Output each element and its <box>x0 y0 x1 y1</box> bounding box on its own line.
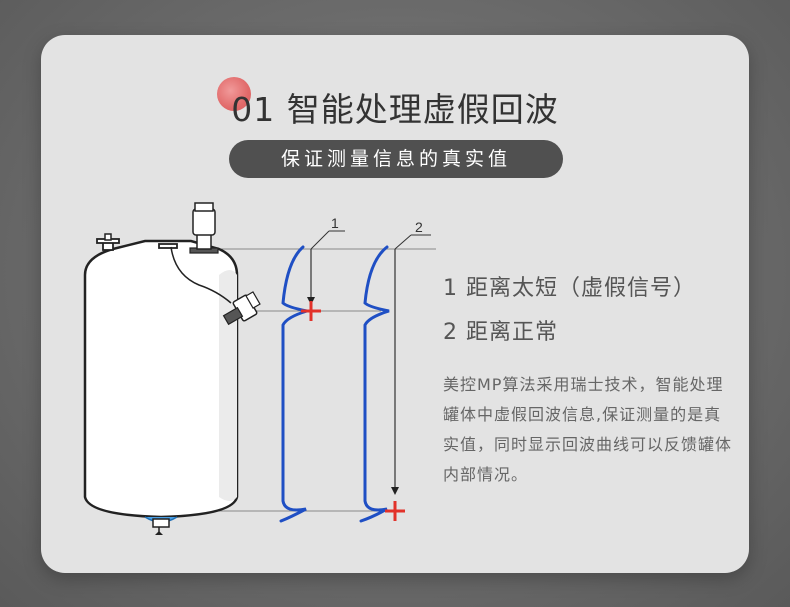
page-title-text: 01 智能处理虚假回波 <box>231 90 559 129</box>
tank <box>83 202 261 535</box>
false-echo-marker <box>301 301 321 321</box>
subtitle-pill: 保证测量信息的真实值 <box>229 140 563 178</box>
sensor-cable <box>170 246 232 304</box>
sensor-head <box>192 208 216 236</box>
distance-indicator-1: 1 <box>307 215 345 305</box>
distance-indicator-2: 2 <box>391 219 431 495</box>
description-text: 美控MP算法采用瑞士技术，智能处理罐体中虚假回波信息,保证测量的是真实值，同时显… <box>443 375 733 484</box>
title-wrap: 01 智能处理虚假回波 <box>41 77 749 131</box>
echo-diagram: 1 2 <box>83 202 436 535</box>
tank-shading <box>219 270 237 501</box>
sensor-cap <box>194 202 214 212</box>
legend: 1 距离太短（虚假信号） 2 距离正常 <box>443 271 696 359</box>
content-card: 01 智能处理虚假回波 保证测量信息的真实值 <box>41 35 749 573</box>
true-echo-marker <box>385 501 405 521</box>
accent-dot <box>217 77 252 111</box>
bottom-nozzle <box>152 518 170 528</box>
center-nozzle <box>158 243 178 249</box>
echo-curve-1 <box>279 245 308 523</box>
echo-curve-2 <box>359 245 390 523</box>
left-nozzle-cap <box>104 233 112 241</box>
label-1: 1 <box>331 215 339 231</box>
legend-item-2: 2 距离正常 <box>443 320 558 345</box>
label-2: 2 <box>415 219 423 235</box>
tank-body <box>83 239 239 519</box>
legend-item-1: 1 距离太短（虚假信号） <box>443 276 696 301</box>
side-sensor <box>222 291 261 326</box>
page-title: 01 智能处理虚假回波 <box>217 77 559 131</box>
